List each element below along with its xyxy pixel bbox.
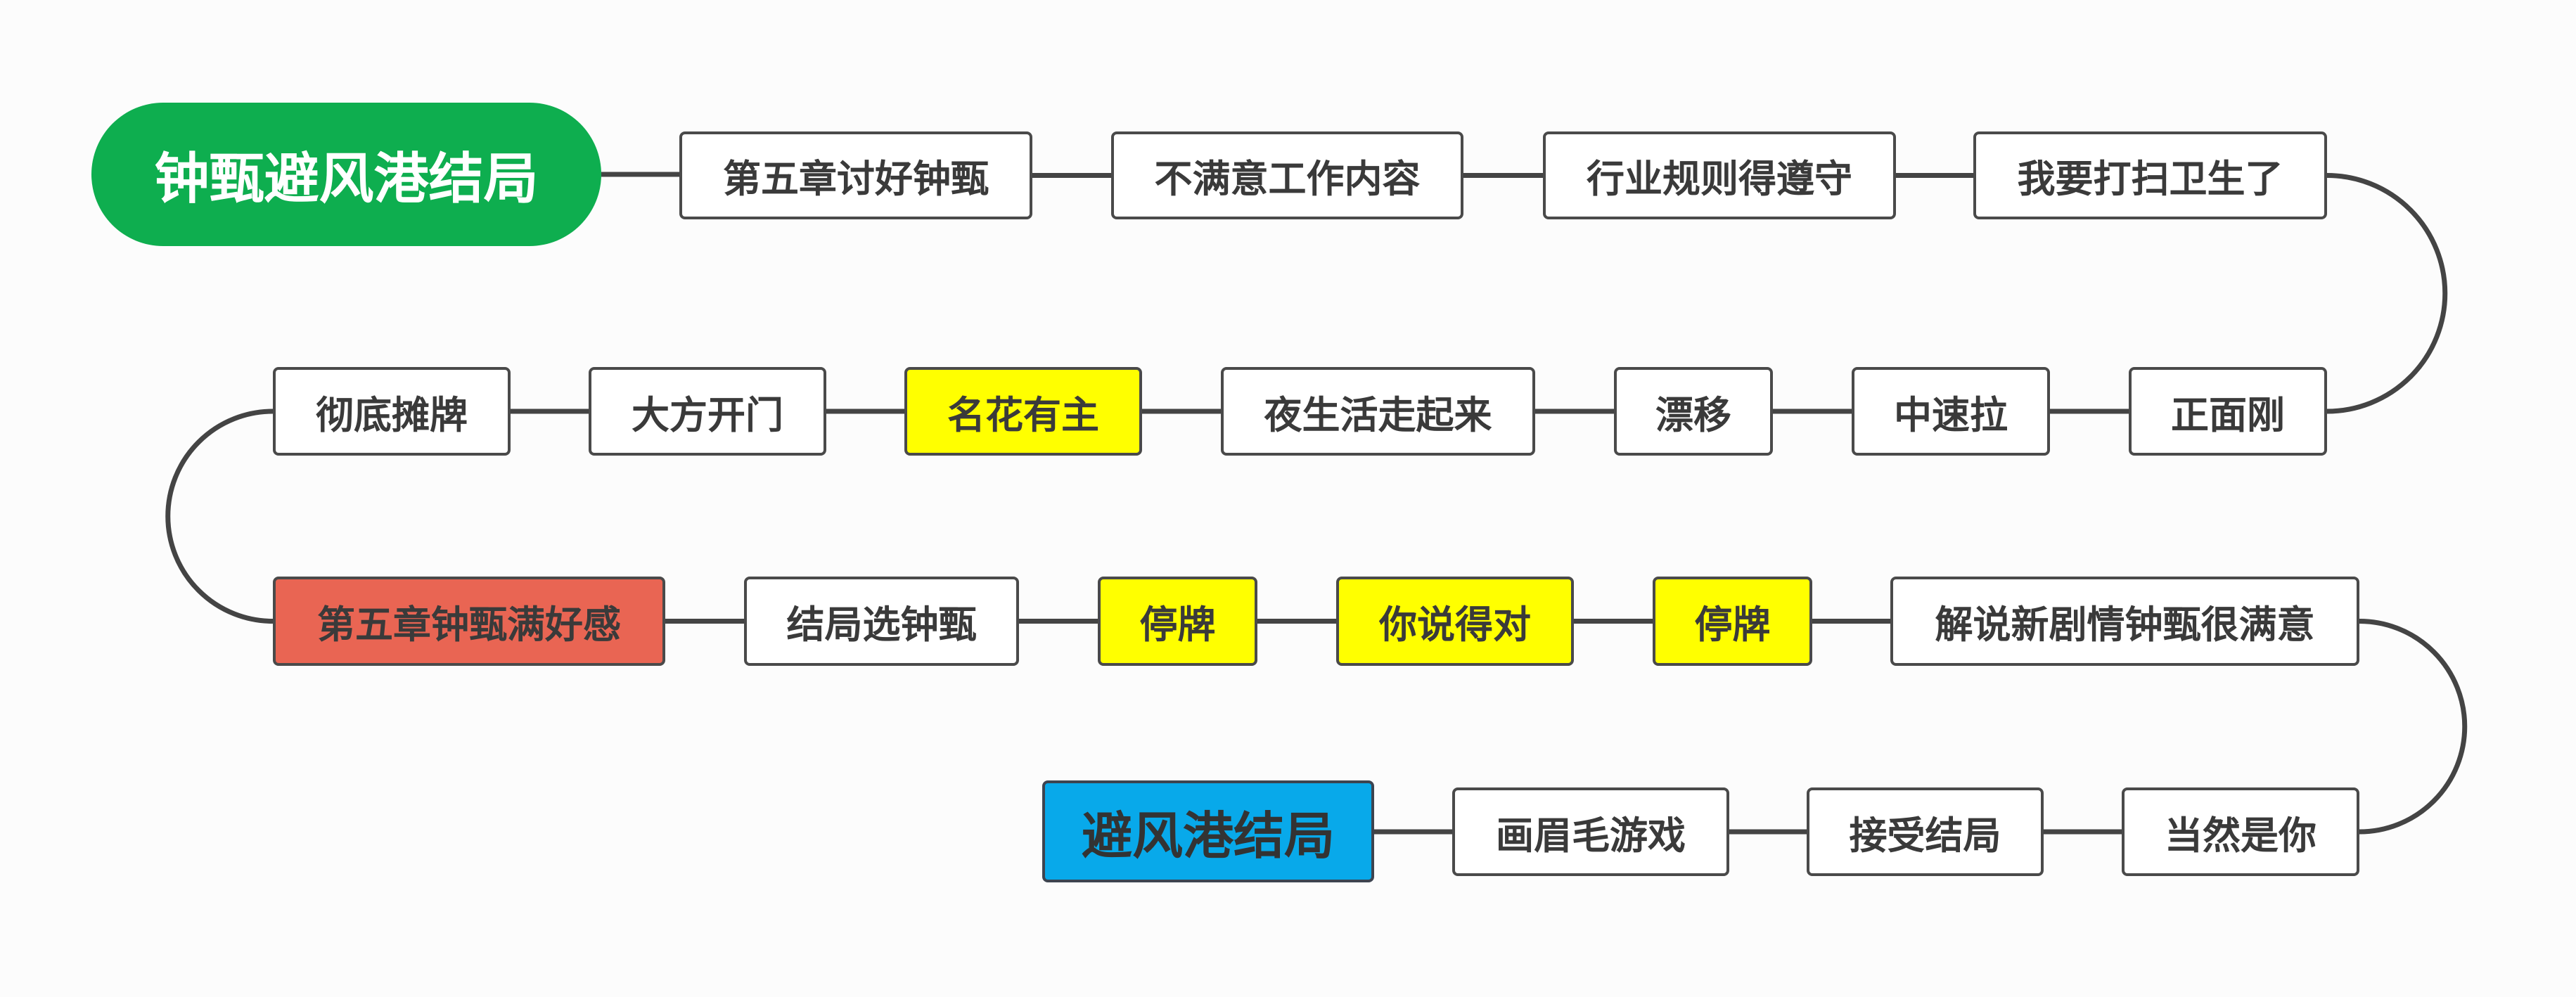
end-node: 避风港结局 (1042, 780, 1374, 882)
step-r1-2: 不满意工作内容 (1111, 131, 1463, 219)
connector-18 (2326, 173, 2448, 414)
step-r3-6: 解说新剧情钟甄很满意 (1890, 577, 2359, 666)
start-node: 钟甄避风港结局 (91, 103, 601, 246)
step-r2-6: 大方开门 (589, 367, 826, 456)
step-r1-4: 我要打扫卫生了 (1973, 131, 2327, 219)
connector-20 (2359, 619, 2468, 835)
step-r3-4-highlight: 你说得对 (1336, 577, 1574, 666)
step-r4-1: 当然是你 (2122, 787, 2359, 876)
step-r2-7: 彻底摊牌 (273, 367, 511, 456)
step-r4-2: 接受结局 (1807, 787, 2044, 876)
step-r2-4: 夜生活走起来 (1221, 367, 1535, 456)
step-r4-3: 画眉毛游戏 (1452, 787, 1729, 876)
step-r3-2: 结局选钟甄 (744, 577, 1019, 666)
step-r1-1: 第五章讨好钟甄 (679, 131, 1032, 219)
step-r2-3: 漂移 (1614, 367, 1773, 456)
step-r1-3: 行业规则得遵守 (1543, 131, 1896, 219)
step-r3-5-highlight: 停牌 (1653, 577, 1812, 666)
step-r3-3-highlight: 停牌 (1098, 577, 1257, 666)
step-r2-2: 中速拉 (1852, 367, 2050, 456)
connector-19 (165, 409, 274, 624)
step-r2-5-highlight: 名花有主 (904, 367, 1142, 456)
step-r2-1: 正面刚 (2129, 367, 2327, 456)
step-r3-1-milestone: 第五章钟甄满好感 (273, 577, 665, 666)
